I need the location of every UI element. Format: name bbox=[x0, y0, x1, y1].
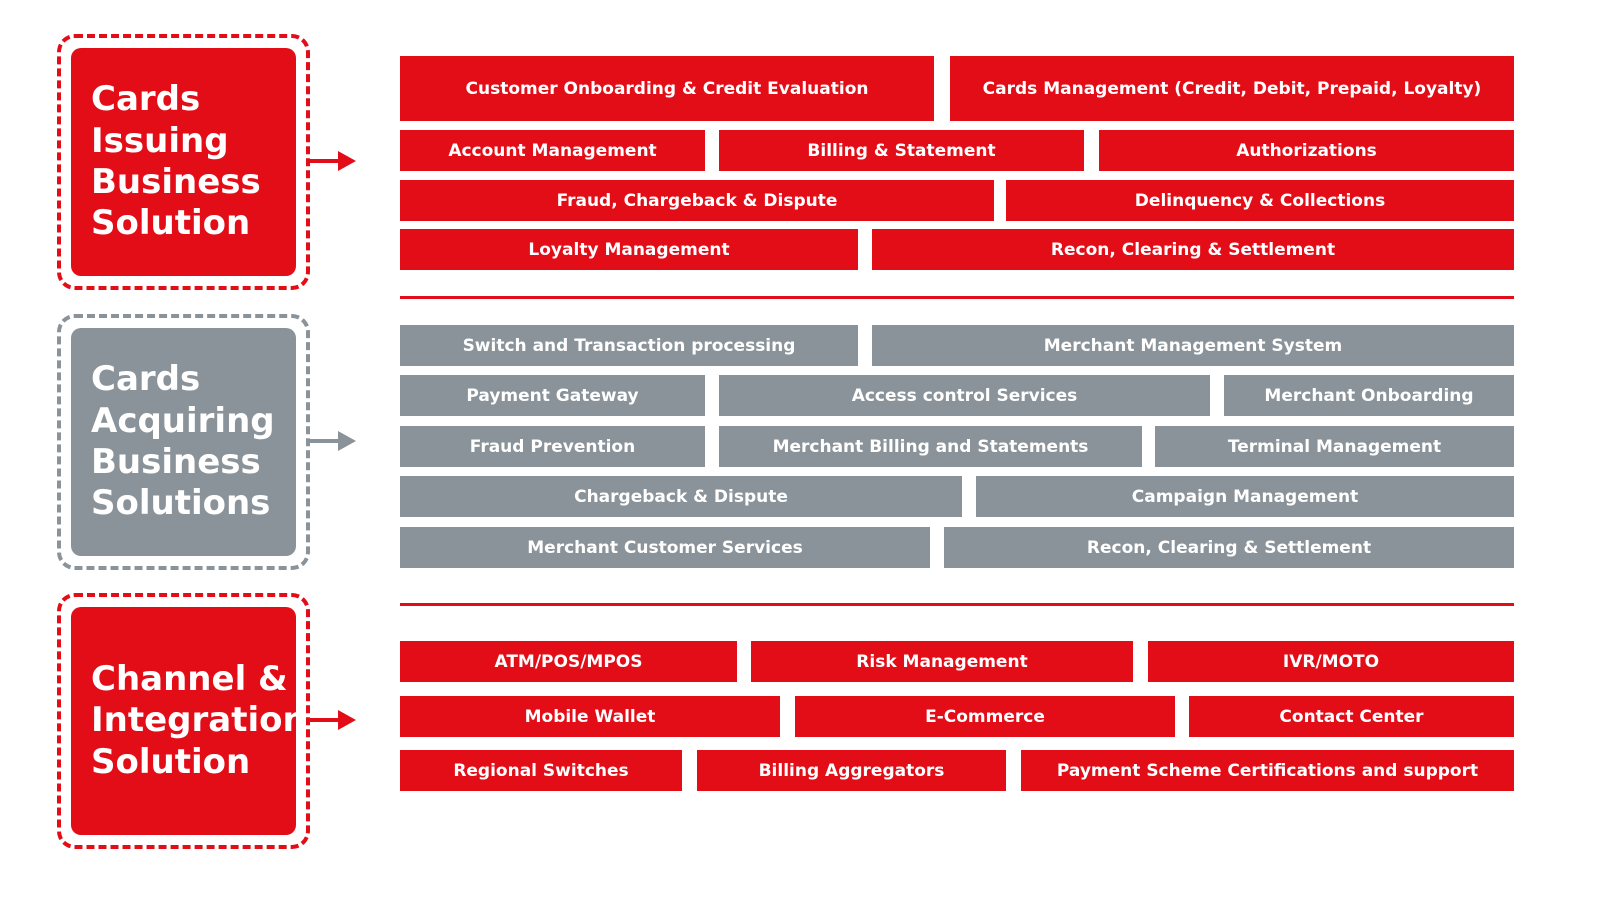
arrow-right-icon bbox=[308, 151, 356, 171]
module-block: Terminal Management bbox=[1155, 426, 1514, 467]
acquiring-title: Cards Acquiring Business Solutions bbox=[91, 359, 275, 524]
section-divider bbox=[400, 603, 1514, 606]
issuing-panel: Cards Issuing Business Solution bbox=[71, 48, 296, 276]
module-block: Fraud Prevention bbox=[400, 426, 705, 467]
module-block: Merchant Billing and Statements bbox=[719, 426, 1142, 467]
arrow-right-icon bbox=[308, 710, 356, 730]
module-block: Payment Scheme Certifications and suppor… bbox=[1021, 750, 1514, 791]
module-block: Account Management bbox=[400, 130, 705, 171]
module-block: Recon, Clearing & Settlement bbox=[944, 527, 1514, 568]
issuing-panel-frame: Cards Issuing Business Solution bbox=[57, 34, 310, 290]
module-block: IVR/MOTO bbox=[1148, 641, 1514, 682]
section-divider bbox=[400, 296, 1514, 299]
channel-panel-frame: Channel & Integration Solution bbox=[57, 593, 310, 849]
module-block: Payment Gateway bbox=[400, 375, 705, 416]
channel-title: Channel & Integration Solution bbox=[91, 658, 307, 782]
module-block: Merchant Onboarding bbox=[1224, 375, 1514, 416]
module-block: Fraud, Chargeback & Dispute bbox=[400, 180, 994, 221]
module-block: Billing Aggregators bbox=[697, 750, 1006, 791]
module-block: Mobile Wallet bbox=[400, 696, 780, 737]
module-block: Loyalty Management bbox=[400, 229, 858, 270]
module-block: Chargeback & Dispute bbox=[400, 476, 962, 517]
module-block: Switch and Transaction processing bbox=[400, 325, 858, 366]
arrow-right-icon bbox=[308, 431, 356, 451]
module-block: Recon, Clearing & Settlement bbox=[872, 229, 1514, 270]
module-block: Contact Center bbox=[1189, 696, 1514, 737]
module-block: Merchant Management System bbox=[872, 325, 1514, 366]
acquiring-panel: Cards Acquiring Business Solutions bbox=[71, 328, 296, 556]
module-block: Cards Management (Credit, Debit, Prepaid… bbox=[950, 56, 1514, 121]
module-block: ATM/POS/MPOS bbox=[400, 641, 737, 682]
module-block: E-Commerce bbox=[795, 696, 1175, 737]
module-block: Billing & Statement bbox=[719, 130, 1084, 171]
acquiring-panel-frame: Cards Acquiring Business Solutions bbox=[57, 314, 310, 570]
module-block: Regional Switches bbox=[400, 750, 682, 791]
module-block: Access control Services bbox=[719, 375, 1210, 416]
module-block: Merchant Customer Services bbox=[400, 527, 930, 568]
module-block: Risk Management bbox=[751, 641, 1133, 682]
module-block: Authorizations bbox=[1099, 130, 1514, 171]
module-block: Customer Onboarding & Credit Evaluation bbox=[400, 56, 934, 121]
issuing-title: Cards Issuing Business Solution bbox=[91, 79, 261, 244]
module-block: Campaign Management bbox=[976, 476, 1514, 517]
module-block: Delinquency & Collections bbox=[1006, 180, 1514, 221]
channel-panel: Channel & Integration Solution bbox=[71, 607, 307, 835]
